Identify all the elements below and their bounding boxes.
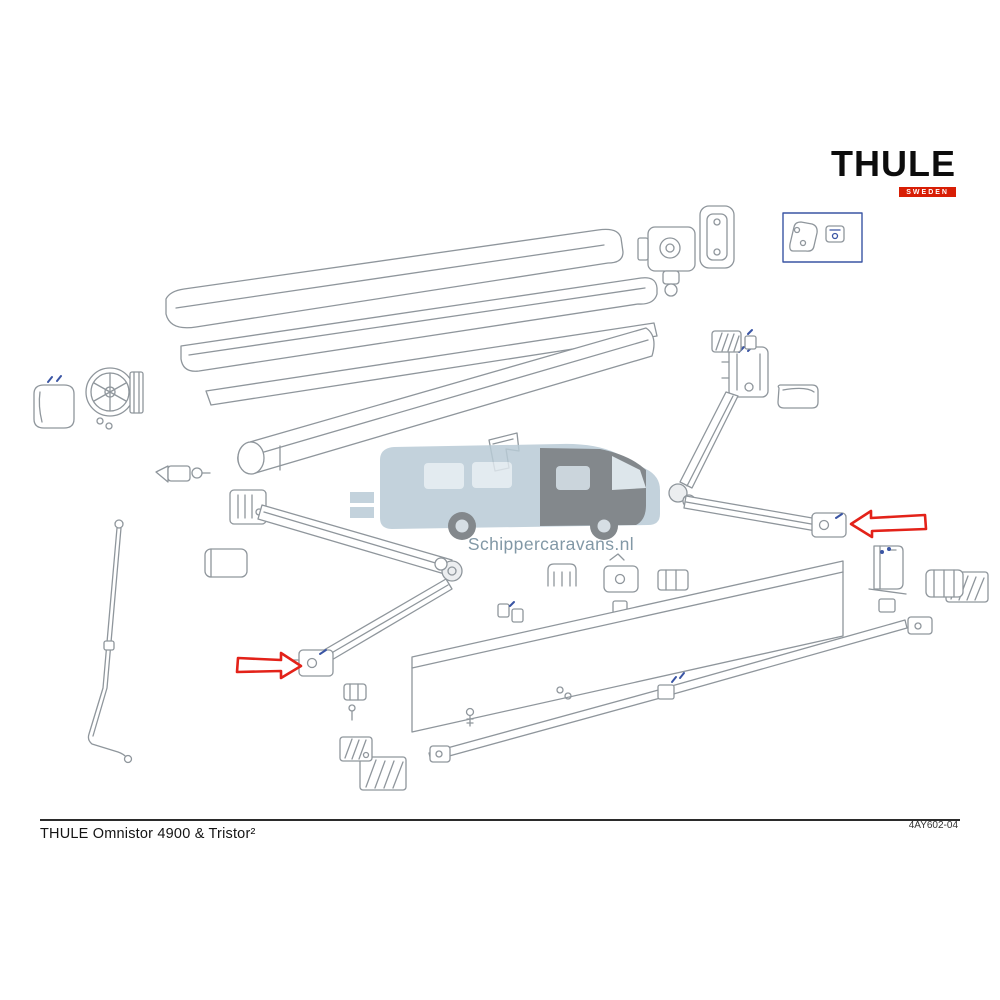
document-number: 4AY602-04 [908, 820, 958, 831]
footer-divider [40, 819, 960, 821]
motor-bracket-plate [699, 205, 735, 269]
left-arm [229, 489, 463, 677]
ribbed-block-bottom [339, 736, 373, 762]
fabric-roller [237, 327, 655, 475]
cover-box-left [204, 548, 248, 578]
roller-connector [155, 465, 211, 483]
arm-cap [777, 384, 819, 409]
motor-assembly [637, 226, 696, 297]
small-screws [348, 686, 572, 727]
gear-hub [85, 367, 144, 430]
fabric-panel [411, 560, 844, 733]
watermark-text: Schippercaravans.nl [467, 534, 635, 554]
thule-logo: THULE SWEDEN [831, 146, 956, 198]
right-arm [668, 345, 847, 538]
footer-title: THULE Omnistor 4900 & Tristor² [40, 826, 256, 842]
red-arrow-right [849, 509, 928, 539]
clip-below-left-foot [343, 683, 367, 701]
cassette-lid-sheets [165, 228, 658, 406]
lead-rail [428, 616, 933, 763]
red-arrow-left [235, 651, 303, 680]
ribbed-block-top [711, 329, 757, 353]
hardware-kit-box [782, 212, 863, 263]
thule-sweden-tag: SWEDEN [899, 187, 956, 197]
watermark-caravan [350, 443, 660, 540]
center-clips [497, 553, 689, 623]
thule-wordmark: THULE [831, 143, 956, 184]
rail-end-left [359, 756, 407, 791]
wall-bracket-right [868, 545, 964, 613]
crank-rod [87, 519, 133, 764]
left-end-cap [33, 375, 75, 429]
